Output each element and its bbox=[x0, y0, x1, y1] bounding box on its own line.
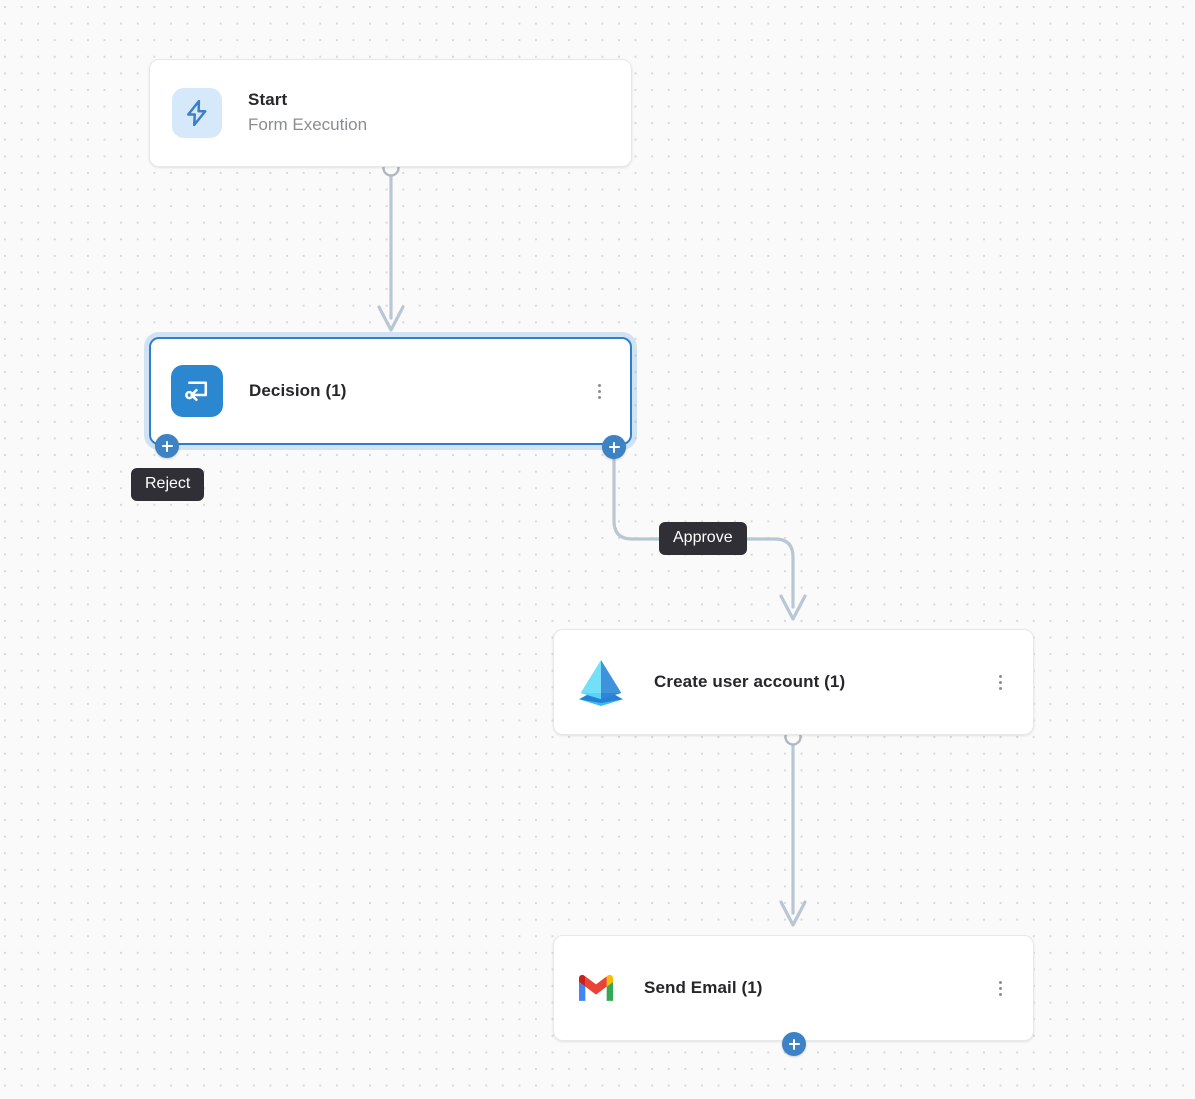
kebab-dot bbox=[998, 686, 1002, 690]
azure-active-directory-icon bbox=[576, 657, 626, 707]
node-decision-title: Decision (1) bbox=[249, 380, 347, 400]
node-start[interactable]: Start Form Execution bbox=[149, 59, 632, 167]
decision-branch-icon bbox=[171, 365, 223, 417]
kebab-dot bbox=[998, 674, 1002, 678]
add-node-button-after-send-email[interactable] bbox=[782, 1032, 806, 1056]
node-create-user-account-kebab-menu[interactable] bbox=[989, 665, 1011, 699]
node-start-title: Start bbox=[248, 90, 288, 110]
node-send-email-kebab-menu[interactable] bbox=[989, 971, 1011, 1005]
node-decision-kebab-menu[interactable] bbox=[588, 374, 610, 408]
edge-start-to-decision bbox=[377, 159, 405, 332]
add-node-button-approve-branch[interactable] bbox=[602, 435, 626, 459]
kebab-dot bbox=[597, 383, 601, 387]
kebab-dot bbox=[998, 986, 1002, 990]
kebab-dot bbox=[597, 389, 601, 393]
node-create-user-account[interactable]: Create user account (1) bbox=[553, 629, 1034, 735]
node-start-subtitle: Form Execution bbox=[248, 114, 368, 134]
edge-azure-to-gmail bbox=[779, 728, 807, 927]
gmail-icon bbox=[576, 972, 616, 1004]
node-create-user-account-title: Create user account (1) bbox=[654, 671, 846, 691]
node-send-email-title: Send Email (1) bbox=[644, 977, 763, 997]
node-send-email-text: Send Email (1) bbox=[644, 977, 989, 999]
node-decision[interactable]: Decision (1) bbox=[149, 337, 632, 445]
kebab-dot bbox=[998, 992, 1002, 996]
lightning-bolt-icon bbox=[172, 88, 222, 138]
kebab-dot bbox=[597, 395, 601, 399]
node-decision-text: Decision (1) bbox=[249, 380, 588, 402]
node-create-user-account-text: Create user account (1) bbox=[654, 671, 989, 693]
kebab-dot bbox=[998, 680, 1002, 684]
edge-label-reject[interactable]: Reject bbox=[131, 468, 205, 502]
kebab-dot bbox=[998, 980, 1002, 984]
node-send-email[interactable]: Send Email (1) bbox=[553, 935, 1034, 1041]
edge-label-approve[interactable]: Approve bbox=[659, 522, 747, 556]
add-node-button-reject-branch[interactable] bbox=[155, 434, 179, 458]
node-start-text: Start Form Execution bbox=[248, 89, 609, 136]
